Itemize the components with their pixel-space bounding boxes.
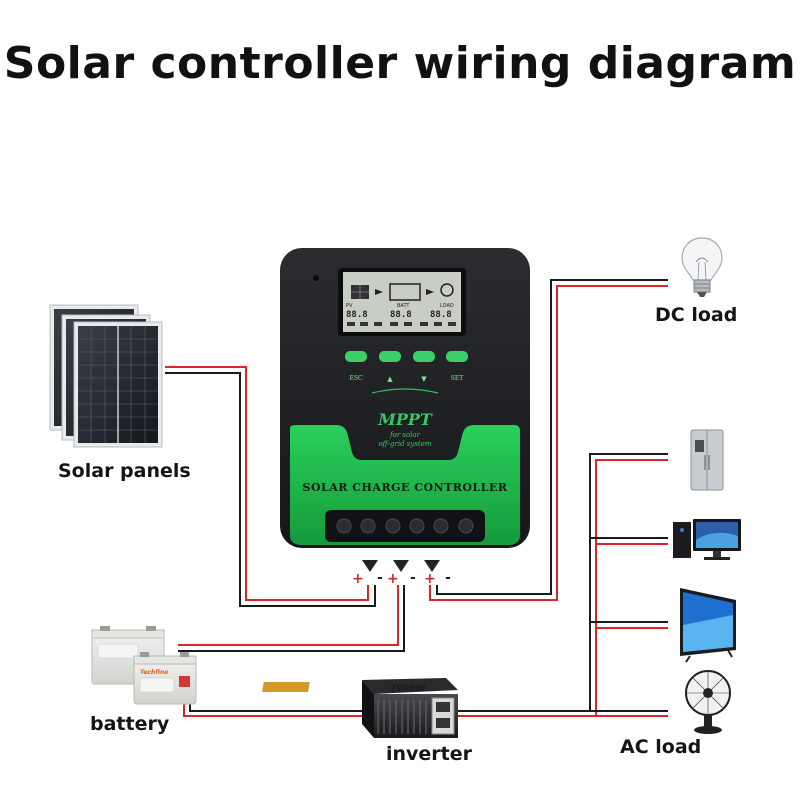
- wire-dc-load: [429, 279, 668, 601]
- up-label: ▲: [387, 375, 393, 383]
- refrigerator-icon: [690, 429, 724, 491]
- up-button[interactable]: [379, 351, 401, 362]
- ac-load-label: AC load: [620, 736, 702, 758]
- solar-plus-sign: +: [352, 571, 364, 587]
- controller-subtitle-2: off-grid system: [378, 440, 431, 448]
- lcd-pv-label: PV: [346, 303, 353, 309]
- wire-solar: [165, 366, 376, 607]
- load-minus-sign: -: [445, 570, 451, 586]
- fan-icon: [685, 670, 731, 734]
- inverter-icon: 7000W: [261, 678, 458, 738]
- load-plus-sign: +: [424, 571, 436, 587]
- solar-minus-sign: -: [377, 570, 383, 586]
- esc-label: ESC: [349, 375, 362, 382]
- terminal-arrows: [362, 560, 440, 572]
- solar-panels-icon: [49, 304, 163, 448]
- mppt-badge: MPPT: [377, 410, 433, 429]
- lcd-load-value: 88.8: [430, 310, 452, 320]
- wire-ac-bus: [458, 453, 668, 717]
- down-label: ▼: [421, 375, 427, 383]
- terminal-signs: + - + - + -: [352, 570, 451, 587]
- computer-icon: [673, 519, 741, 560]
- light-bulb-icon: [681, 237, 723, 297]
- wire-battery-inverter: [183, 690, 362, 717]
- controller-buttons: ESC ▲ ▼ SET: [345, 351, 468, 383]
- charge-controller: PV BATT LOAD 88.8 88.8 88.8 ESC: [280, 248, 530, 548]
- battery-minus-sign: -: [410, 570, 416, 586]
- controller-subtitle-1: for solar: [389, 431, 421, 439]
- lcd-screen: PV BATT LOAD 88.8 88.8 88.8: [338, 268, 466, 336]
- television-icon: [680, 588, 736, 663]
- inverter-rating: 7000W: [391, 684, 426, 694]
- page-title: Solar controller wiring diagram: [3, 38, 797, 89]
- wire-battery: [178, 585, 405, 652]
- battery-label: battery: [90, 713, 170, 735]
- lcd-batt-label: BATT: [397, 303, 410, 309]
- battery-plus-sign: +: [387, 571, 399, 587]
- lcd-load-label: LOAD: [440, 303, 454, 309]
- lcd-batt-value: 88.8: [390, 310, 412, 320]
- esc-button[interactable]: [345, 351, 367, 362]
- down-button[interactable]: [413, 351, 435, 362]
- battery-brand: Techfine: [140, 669, 168, 676]
- set-label: SET: [451, 375, 464, 382]
- set-button[interactable]: [446, 351, 468, 362]
- inverter-label: inverter: [386, 743, 473, 765]
- lcd-pv-value: 88.8: [346, 310, 368, 320]
- controller-name: SOLAR CHARGE CONTROLLER: [303, 481, 508, 494]
- battery-icon: Techfine: [91, 626, 197, 705]
- dc-load-label: DC load: [655, 304, 738, 326]
- solar-panels-label: Solar panels: [58, 460, 191, 482]
